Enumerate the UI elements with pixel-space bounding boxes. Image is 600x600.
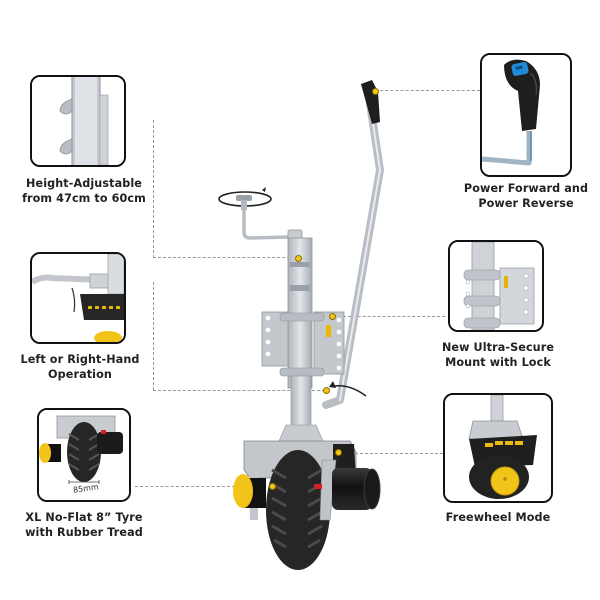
caption-height-adjustable: Height-Adjustable from 47cm to 60cm [22, 177, 146, 205]
thumb-left-right-hand [30, 252, 126, 344]
thumb-ultra-secure-mount [448, 240, 544, 332]
caption-freewheel-mode: Freewheel Mode [445, 511, 551, 524]
hotspot-handed [323, 387, 330, 394]
hotspot-height [295, 255, 302, 262]
thumb-no-flat-tyre: 85mm [37, 408, 131, 502]
caption-power-forward-reverse: Power Forward and Power Reverse [463, 182, 589, 210]
jack-post-icon [32, 77, 124, 165]
hotspot-tyre [269, 483, 276, 490]
caption-no-flat-tyre: XL No-Flat 8” Tyre with Rubber Tread [25, 511, 143, 539]
thumb-freewheel-mode [443, 393, 553, 503]
freewheel-icon [445, 395, 551, 501]
hotspot-mount [329, 313, 336, 320]
thumb-height-adjustable [30, 75, 126, 167]
handle-side-icon [32, 254, 124, 342]
mount-plate-icon [450, 242, 542, 330]
caption-left-right-hand: Left or Right-Hand Operation [20, 353, 140, 381]
product-image-power-mover [200, 75, 400, 575]
caption-ultra-secure-mount: New Ultra-Secure Mount with Lock [441, 341, 555, 369]
handle-grip-icon [482, 55, 570, 175]
tyre-icon [39, 410, 129, 500]
hotspot-handle [372, 88, 379, 95]
thumb-power-forward-reverse [480, 53, 572, 177]
hotspot-freewheel [335, 449, 342, 456]
